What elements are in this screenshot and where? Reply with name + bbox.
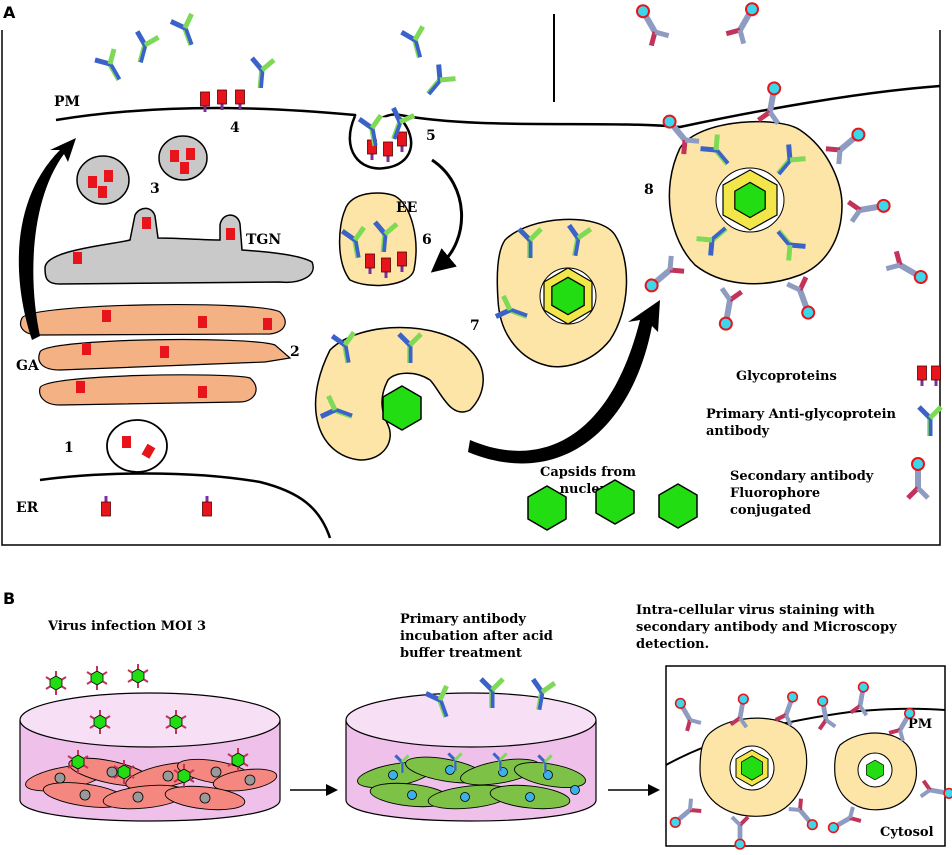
legend-primary-line2: antibody: [706, 424, 770, 439]
free-secondary-antibodies: [631, 0, 763, 46]
tgn-label: TGN: [246, 232, 281, 248]
er-membrane: [39, 472, 332, 539]
early-endosome: [338, 192, 417, 287]
step3-caption-line1: Intra-cellular virus staining with: [636, 603, 875, 618]
nuclear-capsids: [527, 479, 698, 531]
inset-cytosol-label: Cytosol: [880, 825, 934, 840]
step2-caption-line3: buffer treatment: [400, 646, 522, 661]
er-label: ER: [16, 500, 39, 516]
step3-caption-line3: detection.: [636, 637, 709, 652]
step-3-label: 3: [150, 181, 160, 197]
secretory-arrow: [18, 138, 76, 340]
inset-pm-label: PM: [908, 717, 932, 732]
vesicle-3b: [158, 135, 208, 181]
legend-glycoproteins: Glycoproteins: [736, 369, 837, 384]
vesicle-1: [106, 419, 168, 473]
ee-label: EE: [396, 200, 417, 216]
capsids-label-line1: Capsids from: [540, 465, 636, 480]
microscopy-inset: [666, 665, 952, 849]
tgn: [44, 207, 314, 285]
vesicle-glycoproteins: [88, 148, 195, 198]
free-primary-antibodies: [95, 14, 456, 101]
panel-a-label: A: [3, 3, 16, 22]
tgn-glycoproteins: [73, 217, 235, 264]
endocytosis-arrow: [430, 158, 463, 273]
legend-secondary-line1: Secondary antibody: [730, 469, 874, 484]
legend-glycoprotein-icon: [916, 364, 942, 388]
step3-caption-line2: secondary antibody and Microscopy: [636, 620, 897, 635]
step1-caption: Virus infection MOI 3: [47, 619, 206, 634]
step-8-label: 8: [644, 182, 654, 198]
legend-primary-line1: Primary Anti-glycoprotein: [706, 407, 897, 422]
plasma-membrane: [55, 84, 941, 129]
er-glycoproteins: [100, 494, 213, 518]
legend-secondary-line2: Fluorophore: [730, 486, 820, 501]
step-1-label: 1: [64, 440, 74, 456]
step2-caption-line1: Primary antibody: [400, 612, 526, 627]
vesicle-1-glycoproteins: [122, 436, 156, 459]
legend-primary-antibody-icon: [919, 407, 941, 436]
vesicle-3a: [76, 155, 130, 205]
pm-label: PM: [54, 94, 80, 110]
transport-arrow: [468, 300, 660, 464]
panel-b-label: B: [3, 589, 15, 608]
step-7-label: 7: [470, 318, 480, 334]
step-6-label: 6: [422, 232, 432, 248]
legend-secondary-antibody-icon: [908, 458, 928, 498]
cell-outline: [1, 30, 941, 546]
step2-caption-line2: incubation after acid: [400, 629, 553, 644]
dish-infection: [19, 663, 281, 822]
ga-label: GA: [16, 358, 40, 374]
step-2-label: 2: [290, 344, 300, 360]
capsid-step7: [382, 385, 422, 431]
step-4-label: 4: [230, 120, 240, 136]
dish-primary-antibody: [345, 679, 597, 822]
wrapping-endosome-early: [314, 326, 484, 461]
legend-secondary-line3: conjugated: [730, 503, 811, 518]
step-5-label: 5: [426, 128, 436, 144]
golgi-apparatus: [19, 303, 292, 406]
